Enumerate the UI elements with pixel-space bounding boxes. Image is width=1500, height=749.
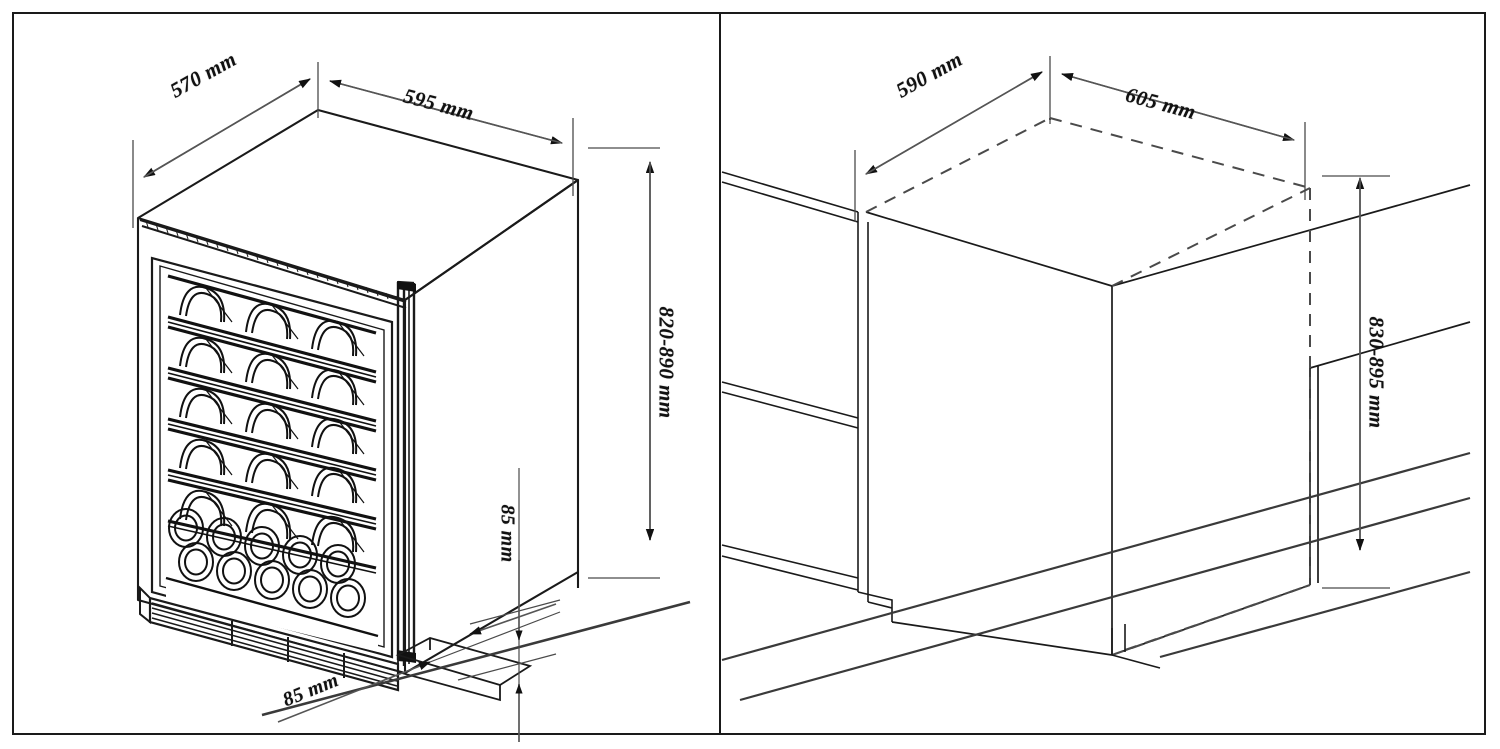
outer-border (12, 12, 1486, 735)
panel-divider (719, 14, 721, 733)
door-glass-panel (150, 256, 394, 659)
plinth-base (395, 637, 533, 702)
dim-label-niche-height-830-895: 830-895 mm (1364, 316, 1389, 429)
vent-grille (139, 585, 400, 692)
